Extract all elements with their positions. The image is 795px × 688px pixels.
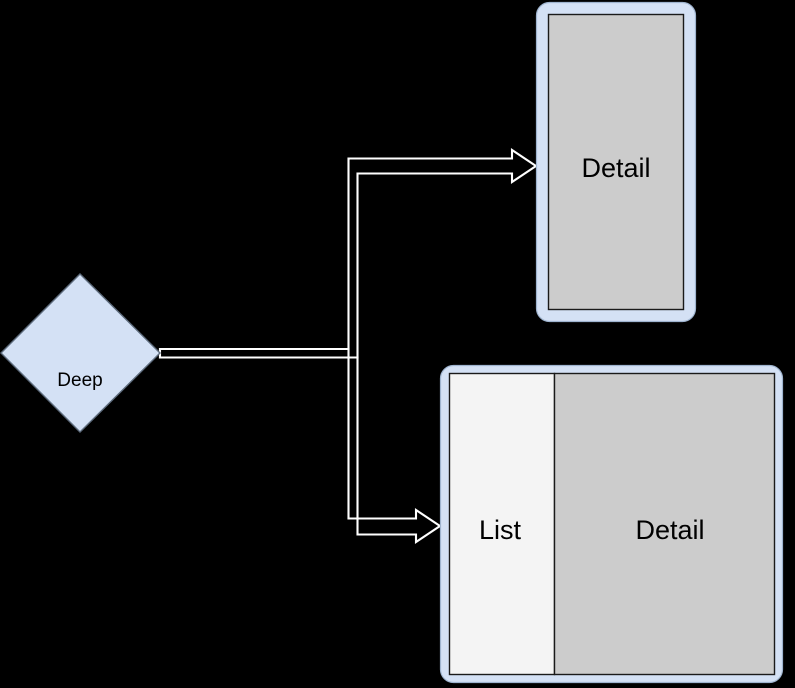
node-tablet-list-detail[interactable] <box>439 364 784 684</box>
edge-to-phone-detail-shape <box>158 148 538 359</box>
edge-to-tablet-list-detail[interactable] <box>158 347 442 544</box>
node-phone-detail[interactable] <box>535 1 697 323</box>
phone-screen-detail-pane <box>547 13 685 311</box>
edge-to-phone-detail[interactable] <box>158 148 538 359</box>
tablet-screen-list-pane <box>448 372 556 676</box>
node-deep-link[interactable] <box>0 273 161 433</box>
tablet-screen-detail-pane <box>553 372 776 676</box>
deep-link-diamond-shape <box>0 273 161 433</box>
edge-to-tablet-list-detail-shape <box>158 347 442 544</box>
